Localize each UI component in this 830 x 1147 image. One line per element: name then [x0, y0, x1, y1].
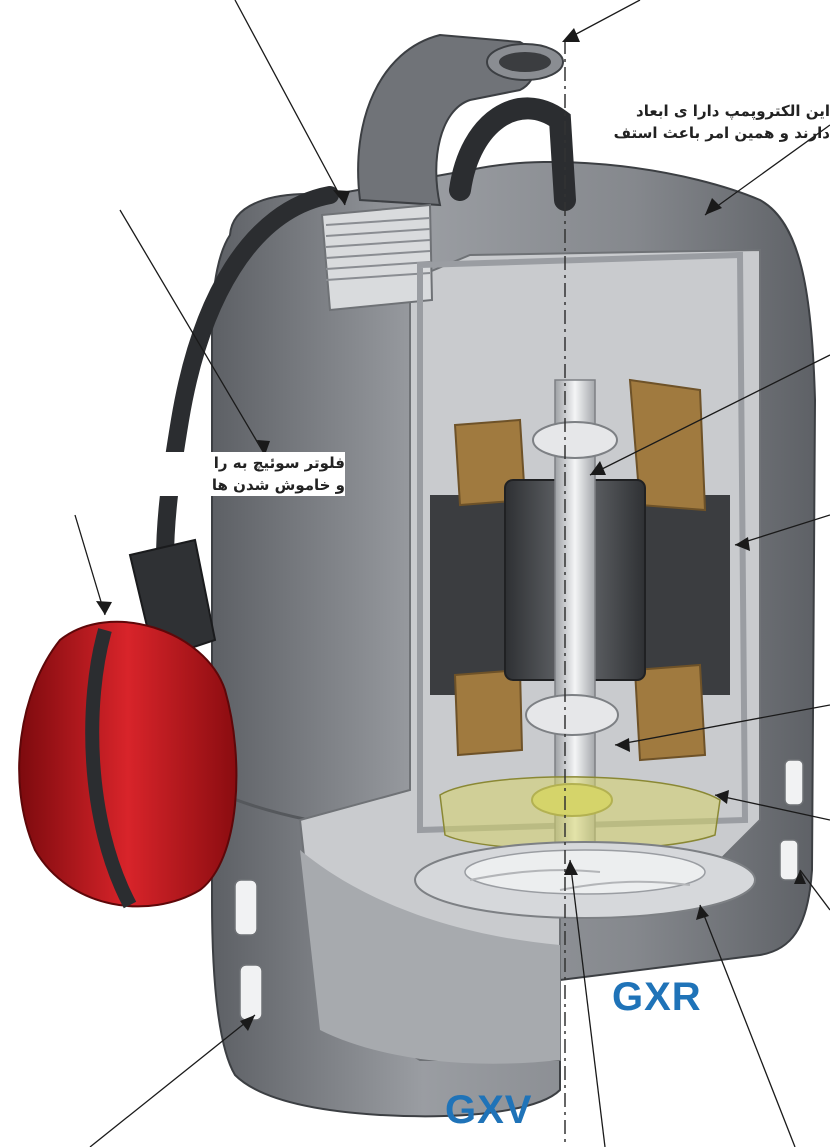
label-dimensions: این الکتروپمپ دارا ی ابعاد دارند و همین … [232, 100, 830, 144]
motor-housing [417, 251, 749, 834]
copper-bottom-left [453, 668, 524, 757]
motor-windings [430, 378, 730, 762]
leader-lines [74, 0, 830, 1147]
model-label-gxr: GXR [612, 975, 702, 1019]
leader-stator [734, 514, 830, 546]
label-float-switch: فلوتر سوئیچ به را و خاموش شدن ها [150, 452, 345, 496]
arrowheads [96, 28, 806, 1031]
upper-bearing [532, 421, 618, 459]
copper-top-right [628, 378, 707, 512]
leader-impeller [699, 904, 796, 1147]
leader-bearing [589, 354, 830, 476]
shaft-assembly [439, 379, 721, 861]
lower-bearing [525, 694, 619, 736]
stator-right [640, 495, 730, 695]
inlet-slots [234, 759, 804, 1021]
impeller [414, 841, 756, 919]
oil-chamber [439, 776, 721, 851]
leader-float [74, 514, 106, 616]
base-inner [300, 850, 560, 1064]
power-cable [449, 97, 576, 211]
thread-lines [325, 217, 431, 281]
leader-thread [234, 0, 346, 206]
float-switch [18, 538, 238, 909]
leader-oil [714, 794, 830, 821]
label-dimensions-line2: دارند و همین امر باعث استف [613, 124, 830, 142]
outlet-handle [320, 33, 564, 312]
leader-base-inlet [89, 1014, 256, 1147]
leader-outlet [564, 0, 641, 41]
leader-shaft [569, 859, 606, 1147]
label-dimensions-line1: این الکتروپمپ دارا ی ابعاد [636, 102, 830, 120]
label-float-line2: و خاموش شدن ها [211, 476, 345, 494]
leader-inlet-right [799, 869, 830, 911]
float-body [18, 620, 238, 908]
leader-seal [614, 704, 830, 746]
leader-casing-left [119, 209, 266, 456]
label-float-line1: فلوتر سوئیچ به را [213, 454, 345, 472]
stator-left [430, 495, 515, 695]
leader-screw [704, 124, 830, 216]
float-cable [156, 186, 339, 569]
copper-bottom-right [633, 663, 707, 762]
model-label-gxv: GXV [445, 1088, 533, 1132]
